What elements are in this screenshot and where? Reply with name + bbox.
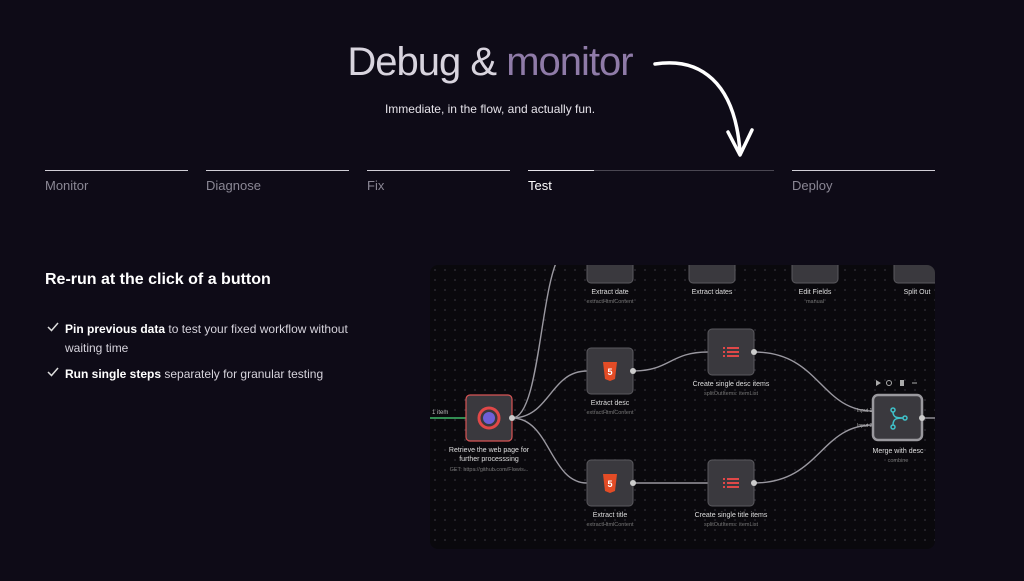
svg-text:Extract title: Extract title (593, 512, 628, 519)
node-retrieve-web-page[interactable]: Retrieve the web page for further proces… (449, 394, 530, 473)
tab-label: Diagnose (206, 178, 261, 193)
bullet-bold: Pin previous data (65, 322, 166, 336)
bullet-text: to test your fixed workflow without wait… (65, 322, 348, 355)
feature-list: Pin previous data to test your fixed wor… (47, 320, 387, 391)
svg-text:Merge with desc: Merge with desc (873, 448, 924, 455)
node-toolbar (876, 380, 917, 386)
connections (511, 265, 935, 484)
page-title: Debug & monitor (0, 40, 980, 85)
more-icon (912, 382, 917, 384)
tab-label: Test (528, 178, 552, 193)
tab-monitor[interactable]: Monitor (45, 170, 188, 200)
svg-text:Retrieve the web page for: Retrieve the web page for (449, 447, 530, 454)
svg-text:Extract dates: Extract dates (692, 289, 733, 296)
workflow-canvas[interactable]: 1 item Extract date extractHtmlContent Ex… (430, 265, 935, 549)
svg-text:Extract date: Extract date (591, 289, 628, 296)
svg-text:5: 5 (607, 367, 612, 377)
input-item-count: 1 item (432, 410, 448, 416)
svg-text:5: 5 (607, 479, 612, 489)
svg-text:extractHtmlContent: extractHtmlContent (586, 299, 634, 305)
svg-text:extractHtmlContent: extractHtmlContent (586, 410, 634, 416)
workflow-graph: 1 item Extract date extractHtmlContent Ex… (430, 265, 935, 528)
tab-diagnose[interactable]: Diagnose (206, 170, 349, 200)
node-split-out[interactable]: Split Out (893, 265, 935, 296)
tab-progress (528, 170, 595, 171)
svg-text:splitOutItems: itemList: splitOutItems: itemList (704, 391, 759, 397)
node-merge-with-desc[interactable]: Input 1 Input 2 Merge with desc combine (857, 380, 925, 464)
svg-text:Edit Fields: Edit Fields (799, 289, 832, 296)
curved-arrow-icon (653, 61, 754, 157)
svg-text:further processsing: further processsing (459, 456, 519, 463)
node-extract-title[interactable]: 5 Extract title extractHtmlContent (586, 459, 636, 528)
list-icon (723, 478, 739, 488)
svg-text:manual: manual (806, 299, 824, 305)
http-request-icon (477, 406, 501, 430)
html5-icon (603, 362, 617, 381)
section-heading: Re-run at the click of a button (45, 271, 271, 288)
html5-icon (603, 474, 617, 493)
tab-test[interactable]: Test (528, 170, 774, 200)
title-part-2: monitor (506, 40, 633, 84)
check-icon (47, 322, 59, 332)
svg-text:splitOutItems: itemList: splitOutItems: itemList (704, 522, 759, 528)
tab-label: Deploy (792, 178, 833, 193)
tab-label: Fix (367, 178, 385, 193)
svg-text:GET: https://github.com/Flowis: GET: https://github.com/Flowis... (450, 467, 529, 473)
tab-label: Monitor (45, 178, 89, 193)
tab-fix[interactable]: Fix (367, 170, 510, 200)
svg-text:Input 1: Input 1 (857, 408, 873, 414)
bullet-bold: Run single steps (65, 367, 162, 381)
svg-text:Create single desc items: Create single desc items (693, 381, 770, 388)
check-icon (47, 367, 59, 377)
list-item: Pin previous data to test your fixed wor… (47, 320, 387, 358)
list-item: Run single steps separately for granular… (47, 365, 387, 384)
bullet-text: separately for granular testing (161, 367, 324, 381)
svg-text:Split Out: Split Out (904, 289, 931, 296)
merge-icon (890, 407, 908, 430)
svg-text:combine: combine (888, 458, 909, 464)
node-create-desc-items[interactable]: Create single desc items splitOutItems: … (693, 328, 770, 397)
list-icon (723, 347, 739, 357)
power-icon (886, 380, 892, 386)
svg-text:extractHtmlContent: extractHtmlContent (586, 522, 634, 528)
title-part-1: Debug & (347, 40, 497, 84)
node-extract-desc[interactable]: 5 Extract desc extractHtmlContent (586, 347, 636, 416)
svg-text:Create single title items: Create single title items (695, 512, 768, 519)
node-extract-dates[interactable]: Extract dates (688, 265, 736, 296)
trash-icon (900, 380, 904, 386)
node-create-title-items[interactable]: Create single title items splitOutItems:… (695, 459, 768, 528)
node-extract-date[interactable]: Extract date extractHtmlContent (586, 265, 634, 305)
svg-text:Extract desc: Extract desc (591, 400, 630, 407)
tab-deploy[interactable]: Deploy (792, 170, 935, 200)
subtitle: Immediate, in the flow, and actually fun… (384, 102, 596, 116)
node-edit-fields[interactable]: Edit Fields manual (791, 265, 839, 305)
svg-text:Input 2: Input 2 (857, 423, 873, 429)
play-icon (876, 380, 881, 386)
